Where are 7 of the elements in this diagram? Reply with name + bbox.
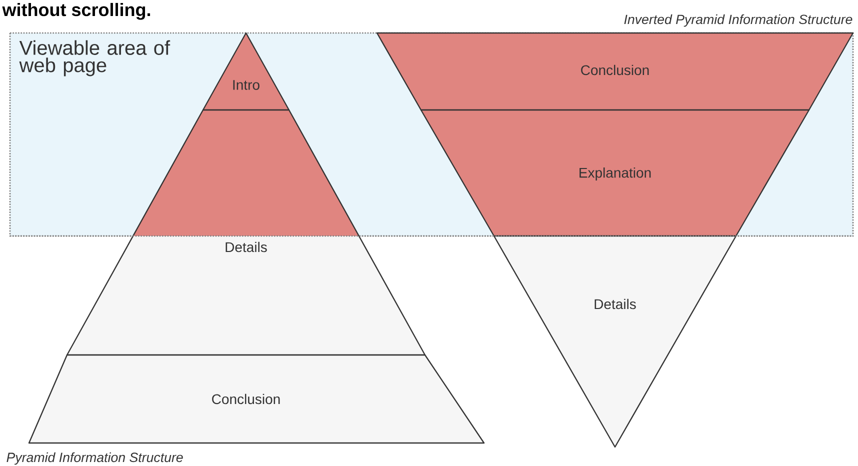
pyramid-segment: Conclusion — [376, 32, 854, 111]
pyramid-segment: Intro — [202, 32, 290, 111]
pyramid-segment: Details — [66, 109, 426, 356]
pyramid-segment: Details — [493, 235, 737, 448]
pyramid-segment: Explanation — [420, 109, 810, 237]
pyramid-segment: Conclusion — [28, 354, 485, 444]
cropped-heading: without scrolling. — [2, 2, 150, 20]
